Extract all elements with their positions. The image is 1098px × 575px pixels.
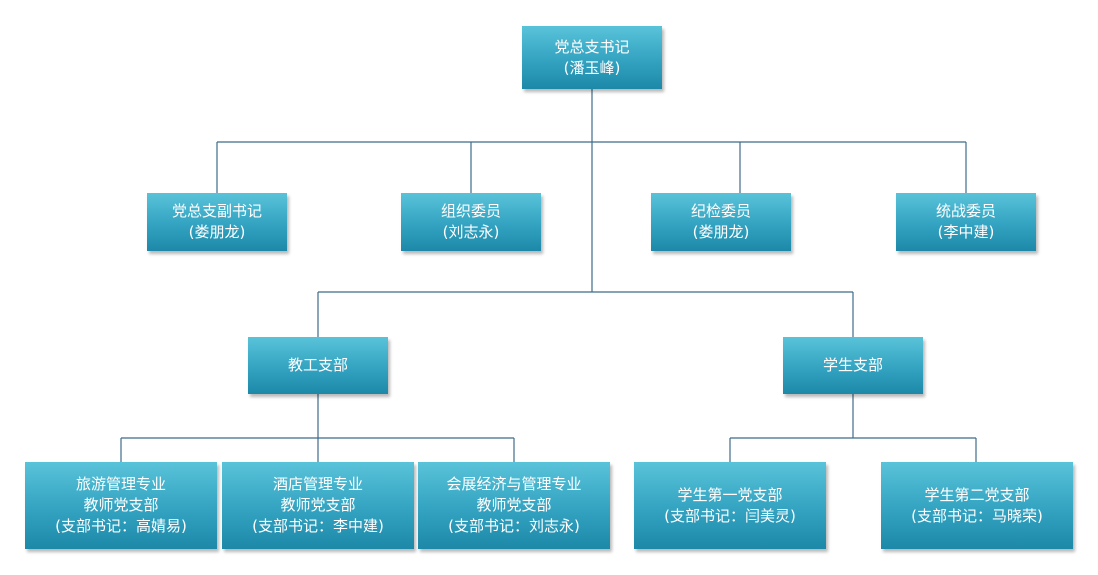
node-line: 学生第一党支部 [677, 485, 783, 504]
node-person: (潘玉峰) [563, 58, 621, 77]
node-line: (支部书记：李中建) [252, 517, 384, 535]
node-person: (李中建) [937, 223, 995, 241]
node-line: 会展经济与管理专业 [446, 475, 582, 493]
node-student-second-branch: 学生第二党支部 (支部书记：马晓荣) [881, 462, 1073, 549]
node-party-general-secretary: 党总支书记 (潘玉峰) [522, 26, 662, 89]
node-united-front-member: 统战委员 (李中建) [896, 193, 1036, 251]
node-line: (支部书记：刘志永) [448, 517, 580, 535]
node-person: (娄朋龙) [188, 223, 246, 241]
node-line: 教师党支部 [83, 496, 159, 514]
node-student-branch: 学生支部 [783, 337, 923, 394]
node-deputy-secretary: 党总支副书记 (娄朋龙) [147, 193, 287, 251]
node-title: 教工支部 [287, 356, 348, 374]
node-line: (支部书记：马晓荣) [911, 506, 1043, 525]
node-person: (刘志永) [442, 223, 500, 241]
node-title: 统战委员 [935, 202, 996, 220]
node-line: 教师党支部 [476, 496, 552, 514]
node-title: 组织委员 [440, 202, 501, 220]
node-teaching-staff-branch: 教工支部 [248, 337, 388, 394]
node-line: 教师党支部 [280, 496, 356, 514]
node-hotel-teacher-branch: 酒店管理专业 教师党支部 (支部书记：李中建) [222, 462, 414, 549]
node-organization-member: 组织委员 (刘志永) [401, 193, 541, 251]
node-person: (娄朋龙) [692, 223, 750, 241]
node-title: 纪检委员 [690, 202, 751, 220]
node-discipline-member: 纪检委员 (娄朋龙) [651, 193, 791, 251]
node-line: 酒店管理专业 [272, 475, 363, 493]
node-title: 学生支部 [822, 356, 883, 374]
node-title: 党总支副书记 [171, 202, 262, 220]
node-title: 党总支书记 [554, 37, 630, 56]
node-line: (支部书记：闫美灵) [664, 506, 796, 525]
node-line: 学生第二党支部 [924, 485, 1030, 504]
node-line: 旅游管理专业 [75, 475, 166, 493]
node-line: (支部书记：高婧易) [55, 517, 187, 535]
node-exhibition-teacher-branch: 会展经济与管理专业 教师党支部 (支部书记：刘志永) [418, 462, 610, 549]
node-student-first-branch: 学生第一党支部 (支部书记：闫美灵) [634, 462, 826, 549]
node-tourism-teacher-branch: 旅游管理专业 教师党支部 (支部书记：高婧易) [25, 462, 217, 549]
